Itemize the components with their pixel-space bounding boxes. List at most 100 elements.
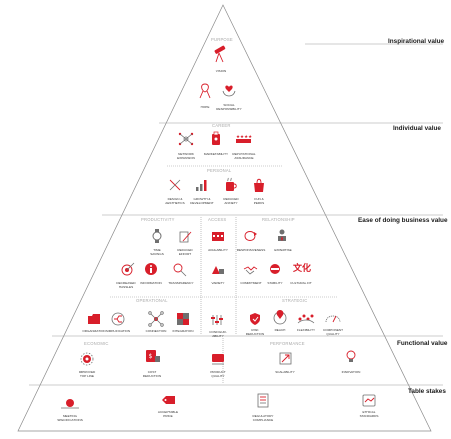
label-cost-reduction-2: REDUCTION [143,374,161,378]
label-simplification: SIMPLIFICATION [106,329,130,333]
label-connection: CONNECTION [146,329,167,333]
tier-label-table-stakes: Table stakes [408,388,446,395]
label-reduced-effort-2: EFFORT [179,252,191,256]
label-growth-development-2: DEVELOPMENT [190,201,213,205]
label-cultural-fit: CULTURAL FIT [290,281,312,285]
section-label-productivity: PRODUCTIVITY [141,217,175,222]
pen-paper-icon [179,231,192,243]
label-configurability-2: ABILITY [212,334,224,338]
label-regulatory-compliance-1: REGULATORY [253,414,274,418]
label-fun-perks-1: FUN & [254,197,264,201]
target-icon [121,262,135,276]
label-vision: VISION [216,69,227,73]
label-time-savings-2: SAVINGS [150,252,164,256]
expert-icon [278,229,286,241]
label-scalability: SCALABILITY [275,370,295,374]
label-availability: AVAILABILITY [208,248,228,252]
section-label-access: ACCESS [208,217,226,222]
label-ethical-standards-2: STANDARDS [360,414,379,418]
label-acceptable-price-1: ACCEPTABLE [158,410,178,414]
section-label-performance: PERFORMANCE [270,341,305,346]
document-stamp-icon [257,393,269,408]
watch-icon [152,229,162,243]
section-label-purpose: PURPOSE [211,37,233,42]
label-reach: REACH [275,328,286,332]
scalability-icon [279,352,292,365]
price-tag-icon [162,396,175,404]
tier-label-ease: Ease of doing business value [358,217,448,224]
shield-icon [250,313,260,325]
label-meeting-specifications-1: MEETING [63,414,78,418]
section-label-economic: ECONOMIC [84,341,109,346]
sliders-icon [211,315,223,325]
label-risk-reduction-2: REDUCTION [246,332,264,336]
label-growth-development-1: GROWTH & [193,197,211,201]
magnifier-icon [173,263,187,277]
component-icon [325,315,341,323]
label-reduced-effort-1: REDUCED [177,248,193,252]
label-social-responsibility-1: SOCIAL [223,103,235,107]
flex-dots-icon [297,314,315,324]
label-variety: VARIETY [211,281,224,285]
label-time-savings-1: TIME [153,248,160,252]
cycle-arrows-icon [244,231,257,241]
section-label-personal: PERSONAL [207,168,232,173]
section-label-relationship: RELATIONSHIP [262,217,295,222]
globe-pin-icon [273,310,287,325]
culture-character-icon: 文化 [292,262,311,274]
network-icon [178,132,194,146]
label-decreased-hassles-1: DECREASED [116,281,136,285]
shapes-icon [212,266,224,274]
gear-bulb-icon [80,352,94,366]
stability-icon [270,264,280,274]
calendar-icon [212,232,224,241]
label-commitment: COMMITMENT [240,281,261,285]
svg-text:★★★★: ★★★★ [236,134,252,140]
label-fun-perks-2: PERKS [254,201,265,205]
label-marketability: MARKETABILITY [204,152,228,156]
section-label-career: CAREER [212,123,231,128]
label-reputational-assurance-1: REPUTATIONAL [232,152,256,156]
telescope-icon [214,45,226,63]
checkpoint-icon [61,399,79,409]
lightbulb-icon [346,350,356,362]
stars-icon: ★★★★ [236,134,252,143]
label-meeting-specifications-2: SPECIFICATIONS [57,418,83,422]
handshake-doc-icon [362,394,376,407]
label-ethical-standards-1: ETHICAL [362,410,375,414]
label-information: INFORMATION [140,281,161,285]
growth-icon [196,180,207,191]
label-configurability-1: CONFIGUR- [209,330,227,334]
label-organization: ORGANIZATION [82,329,105,333]
label-cost-reduction-1: COST [148,370,157,374]
label-component-quality-2: QUALITY [326,332,339,336]
label-product-quality-1: PRODUCT [210,370,225,374]
label-product-quality-2: QUALITY [211,374,224,378]
label-flexibility: FLEXIBILITY [297,328,315,332]
label-risk-reduction-1: RISK [251,328,259,332]
label-reputational-assurance-2: ASSURANCE [234,156,253,160]
label-network-expansion-2: EXPANSION [177,156,195,160]
label-innovation: INNOVATION [342,370,361,374]
label-network-expansion-1: NETWORK [178,152,195,156]
label-improved-top-line-1: IMPROVED [79,370,96,374]
label-acceptable-price-2: PRICE [163,414,172,418]
label-reduced-anxiety-2: ANXIETY [224,201,237,205]
folder-icon [88,314,100,324]
culture-character-glyph: 文化 [292,262,311,274]
label-design-aesthetics-2: AESTHETICS [165,201,184,205]
tier-label-functional: Functional value [397,340,448,347]
coffee-cup-icon [226,177,237,191]
label-design-aesthetics-1: DESIGN & [168,197,184,201]
puzzle-icon [177,313,189,325]
label-stability: STABILITY [267,281,282,285]
simplify-icon [111,312,125,326]
handshake-icon [243,266,258,275]
label-reduced-anxiety-1: REDUCED [223,197,239,201]
bag-icon [254,178,264,192]
ribbon-icon [199,83,211,99]
label-expertise: EXPERTISE [274,248,291,252]
svg-text:$: $ [149,353,153,360]
connection-icon [148,311,164,327]
